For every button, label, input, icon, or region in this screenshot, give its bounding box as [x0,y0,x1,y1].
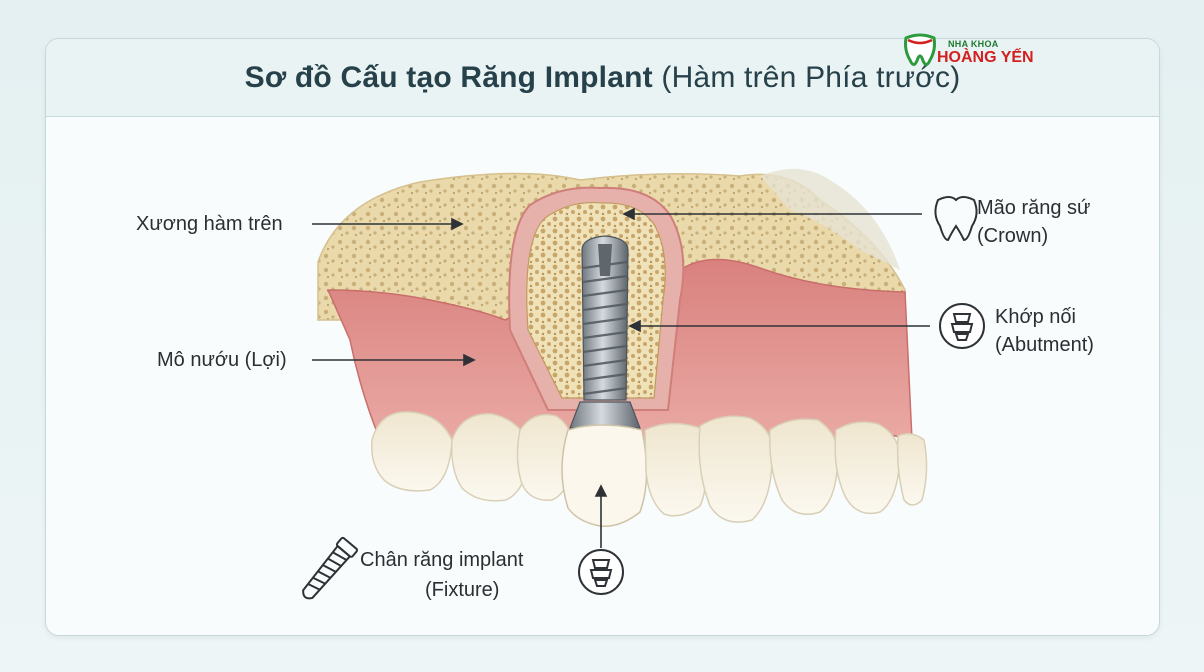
title-main: Sơ đồ Cấu tạo Răng Implant [244,61,653,94]
logo-line2: HOÀNG YẾN [937,49,1034,66]
page-title: Sơ đồ Cấu tạo Răng Implant (Hàm trên Phí… [46,61,1159,95]
arrow-fixture [594,484,608,497]
brand-logo: NHA KHOA HOÀNG YẾN [900,30,1050,74]
label-crown-line2: (Crown) [977,225,1049,247]
logo-line1: NHA KHOA [948,39,999,49]
label-gum: Mô nướu (Lợi) [157,349,287,371]
label-fixture-line1: Chân răng implant [360,549,524,571]
fixture-abutment-icon [578,549,624,595]
label-crown-line1: Mão răng sứ [977,197,1091,219]
arrow-abutment [628,319,641,333]
title-sub: (Hàm trên Phía trước) [661,61,961,94]
label-fixture-line2: (Fixture) [425,579,500,601]
arrow-jaw-bone [451,217,464,231]
arrow-gum [463,353,476,367]
teeth-row [371,411,928,527]
label-abutment-line1: Khớp nối [995,306,1076,328]
leader-lines [312,207,930,548]
tooth-icon [934,196,978,242]
label-upper-jaw-bone: Xương hàm trên [136,213,283,235]
implant-fixture [581,235,629,401]
implant-abutment [569,401,641,429]
abutment-icon [939,303,985,349]
implant-screw-icon [302,536,359,600]
implant-crown [561,424,648,527]
card-header: Sơ đồ Cấu tạo Răng Implant (Hàm trên Phí… [46,39,1159,117]
label-abutment-line2: (Abutment) [995,334,1094,356]
tooth-logo-icon [904,33,936,66]
arrow-crown [622,207,635,221]
